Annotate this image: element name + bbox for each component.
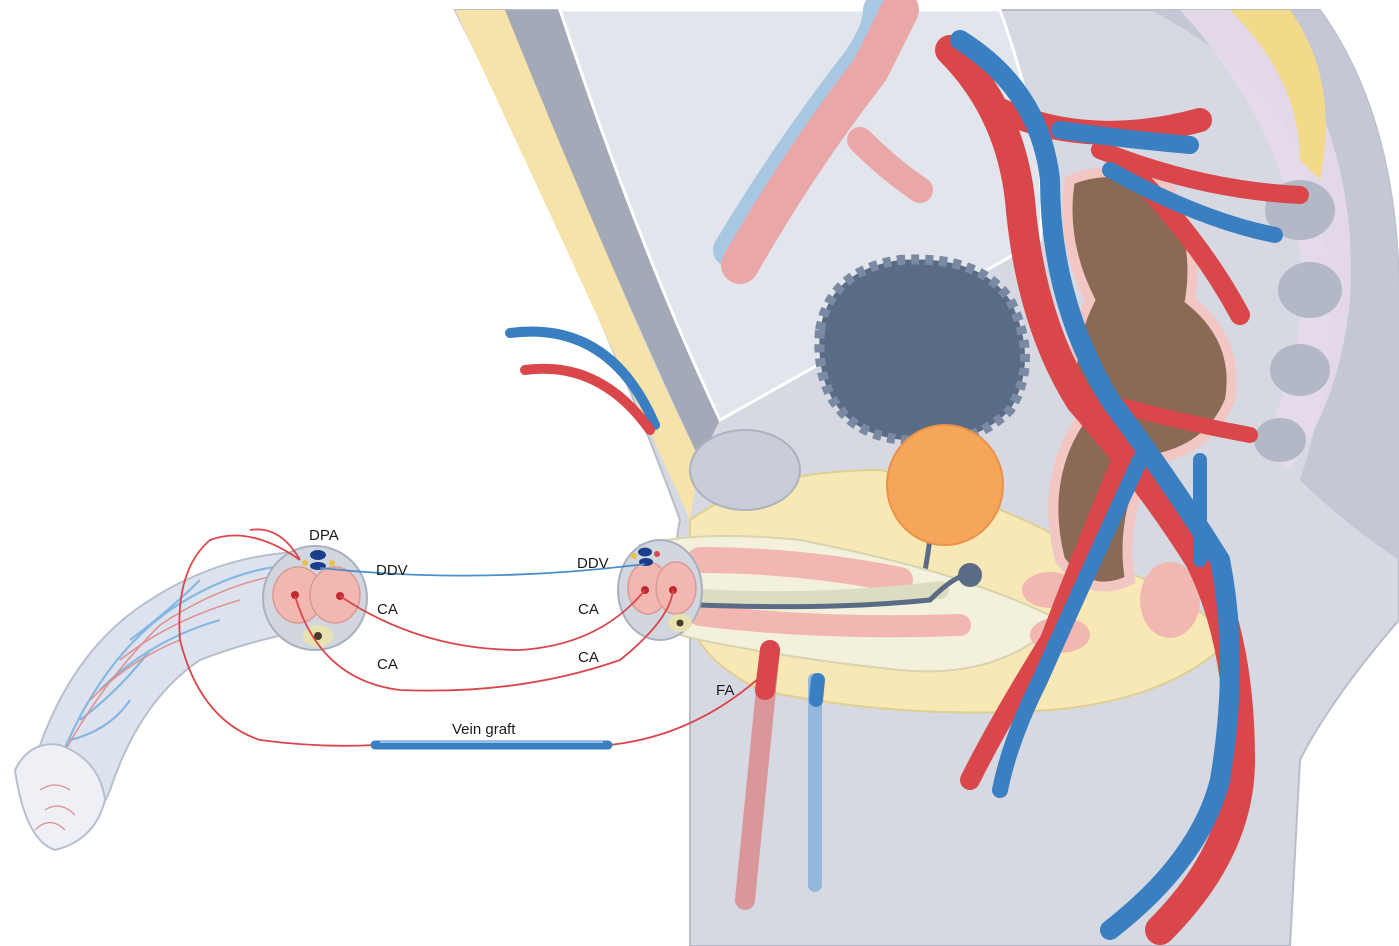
deep-dorsal-vein-dot <box>310 550 326 560</box>
prostate <box>887 425 1003 545</box>
label-ca-right-upper: CA <box>578 601 599 618</box>
label-ca-left-upper: CA <box>377 601 398 618</box>
cross-section-left <box>263 546 367 650</box>
ca-upper-connection-line <box>340 590 645 650</box>
vein-graft <box>375 742 608 745</box>
label-vein-graft: Vein graft <box>452 721 516 738</box>
label-ddv-right: DDV <box>577 555 609 572</box>
label-fa: FA <box>716 682 734 699</box>
label-ca-left-lower: CA <box>377 656 398 673</box>
label-ca-right-lower: CA <box>578 649 599 666</box>
cross-section-right <box>618 540 702 640</box>
label-ddv-left: DDV <box>376 562 408 579</box>
label-dpa: DPA <box>309 527 339 544</box>
